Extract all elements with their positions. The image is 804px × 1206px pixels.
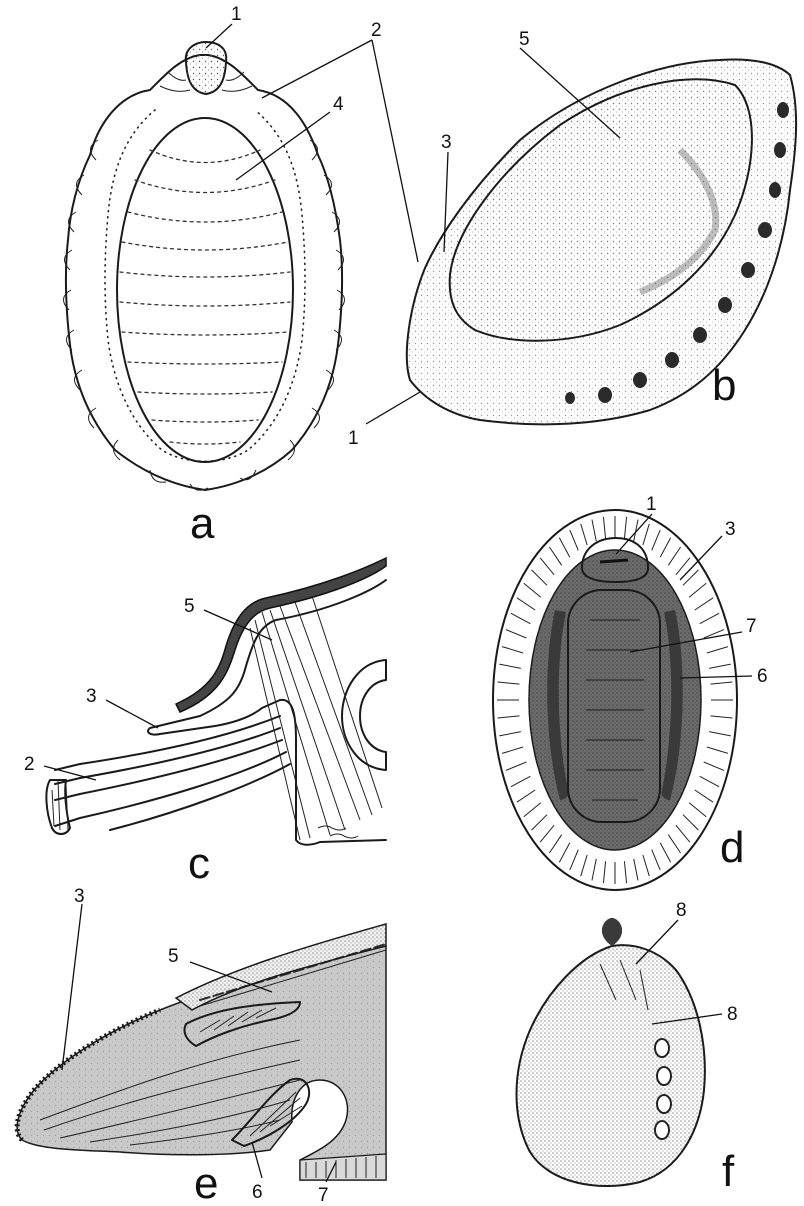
girdle-hair <box>709 732 731 736</box>
girdle-hair <box>559 538 569 557</box>
girdle-hair <box>540 825 554 842</box>
panel-b-label-1: 1 <box>348 428 359 449</box>
girdle-hair <box>570 850 578 870</box>
girdle-hair <box>511 776 530 786</box>
girdle-hair <box>517 790 535 802</box>
girdle-hair <box>683 570 699 586</box>
girdle-hair <box>592 859 596 881</box>
girdle-hair <box>668 835 680 853</box>
panel-a-label-2: 2 <box>371 20 382 41</box>
girdle-hair <box>634 859 638 881</box>
panel-c-label-2: 2 <box>24 754 35 775</box>
girdle-hair <box>704 762 724 770</box>
girdle-hair <box>511 613 530 623</box>
panel-d: 1 3 7 6 d <box>493 494 768 890</box>
girdle-hair <box>559 843 569 862</box>
panel-c-letter: c <box>188 839 210 888</box>
girdle-hair <box>652 850 660 870</box>
girdle-hair <box>660 538 670 557</box>
panel-f: 8 8 f <box>517 900 738 1196</box>
panel-c: 5 3 2 c <box>24 558 386 888</box>
girdle-hair <box>695 790 713 802</box>
panel-a-label-1: 1 <box>231 4 242 25</box>
girdle-hair <box>540 558 554 575</box>
girdle-hair <box>711 682 733 684</box>
panel-f-label-8a: 8 <box>676 900 687 921</box>
girdle-hair <box>711 716 733 718</box>
panel-c-shell-layer <box>176 558 386 712</box>
girdle-hair <box>498 682 520 684</box>
panel-e-label-7: 7 <box>318 1185 329 1201</box>
girdle-hair <box>689 803 706 817</box>
girdle-hair <box>581 524 587 545</box>
girdle-hair <box>524 803 541 817</box>
girdle-hair <box>570 530 578 550</box>
panel-e: 5 3 6 7 e <box>17 886 386 1201</box>
panel-b: 5 3 1 b <box>348 29 796 449</box>
girdle-hair <box>709 664 731 668</box>
panel-f-label-8b: 8 <box>727 1004 738 1025</box>
girdle-hair <box>700 776 719 786</box>
girdle-hair <box>549 547 561 565</box>
girdle-hair <box>603 861 605 883</box>
girdle-hair <box>592 520 596 542</box>
panel-e-letter: e <box>194 1159 218 1201</box>
girdle-hair <box>603 517 605 539</box>
panel-e-label-6: 6 <box>252 1182 263 1201</box>
girdle-hair <box>499 732 521 736</box>
panel-c-label-3: 3 <box>86 686 97 707</box>
girdle-hair <box>695 598 713 610</box>
panel-e-label-5: 5 <box>168 946 179 967</box>
girdle-hair <box>498 716 520 718</box>
panel-e-label-3: 3 <box>74 886 85 907</box>
girdle-hair <box>643 524 649 545</box>
panel-a-shell-region <box>117 118 293 462</box>
panel-d-label-1: 1 <box>646 494 657 515</box>
panel-a-label-4: 4 <box>333 94 344 115</box>
girdle-hair <box>499 664 521 668</box>
girdle-hair <box>502 647 523 653</box>
girdle-hair <box>624 861 626 883</box>
panel-c-label-5: 5 <box>184 596 195 617</box>
girdle-hair <box>502 747 523 753</box>
girdle-hair <box>676 825 690 842</box>
girdle-hair <box>532 570 548 586</box>
girdle-hair <box>707 747 728 753</box>
girdle-hair <box>549 835 561 853</box>
girdle-hair <box>506 762 526 770</box>
panel-a: 1 2 4 a <box>63 4 418 548</box>
girdle-hair <box>517 598 535 610</box>
girdle-hair <box>581 855 587 876</box>
panel-a-transverse-lines <box>120 150 290 444</box>
girdle-hair <box>624 517 626 539</box>
panel-d-letter: d <box>720 823 744 872</box>
girdle-hair <box>668 547 680 565</box>
girdle-hair <box>506 630 526 638</box>
panel-f-letter: f <box>722 1147 735 1196</box>
girdle-hair <box>689 583 706 597</box>
girdle-hair <box>707 647 728 653</box>
girdle-hair <box>700 613 719 623</box>
girdle-hair <box>660 843 670 862</box>
panel-a-girdle <box>66 55 342 490</box>
panel-d-label-6: 6 <box>757 666 768 687</box>
panel-a-letter: a <box>190 499 215 548</box>
panel-c-muscle-fibres <box>250 596 382 840</box>
panel-d-label-3: 3 <box>725 519 736 540</box>
panel-d-label-7: 7 <box>746 616 757 637</box>
panel-b-label-3: 3 <box>441 132 452 153</box>
girdle-hair <box>683 815 699 831</box>
panel-b-letter: b <box>712 361 736 410</box>
girdle-hair <box>643 855 649 876</box>
girdle-hair <box>532 815 548 831</box>
panel-b-label-5: 5 <box>519 29 530 50</box>
girdle-hair <box>524 583 541 597</box>
girdle-hair <box>652 530 660 550</box>
